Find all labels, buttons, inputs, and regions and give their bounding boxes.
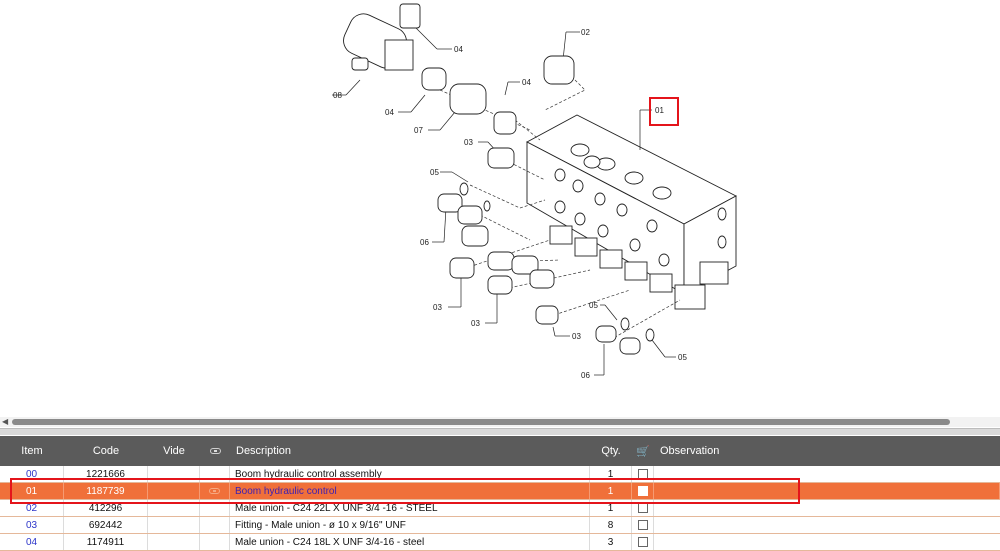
callout-label: 03 [433,303,442,312]
basket-icon: 🛒 [636,445,650,458]
description-cell: Male union - C24 22L X UNF 3/4 -16 - STE… [230,500,590,516]
chain-link-icon [209,448,221,454]
callout-label: 04 [385,108,394,117]
qty-cell: 1 [590,483,632,499]
horizontal-scrollbar[interactable]: ◀ [0,417,1000,427]
callout-label: 05 [430,168,439,177]
code-cell: 412296 [64,500,148,516]
callout-label: 03 [464,138,473,147]
table-row[interactable]: 02 412296 Male union - C24 22L X UNF 3/4… [0,500,1000,517]
column-header-item[interactable]: Item [21,445,43,457]
item-cell[interactable]: 00 [0,466,64,482]
description-cell: Boom hydraulic control assembly [230,466,590,482]
item-cell[interactable]: 01 [0,483,64,499]
table-row[interactable]: 04 1174911 Male union - C24 18L X UNF 3/… [0,534,1000,551]
table-row-selected[interactable]: 01 1187739 Boom hydraulic control 1 [0,483,1000,500]
column-header-qty[interactable]: Qty. [601,445,621,457]
column-header-vide[interactable]: Vide [163,445,185,457]
cart-cell [632,517,654,533]
callout-label: 04 [522,78,531,87]
add-to-cart-checkbox[interactable] [637,537,648,547]
callout-label: 05 [589,301,598,310]
add-to-cart-checkbox[interactable] [637,486,648,496]
cart-cell [632,483,654,499]
column-header-link [200,436,230,466]
callout-label: 04 [454,45,463,54]
callout-label: 03 [572,332,581,341]
qty-cell: 3 [590,534,632,550]
vide-cell [148,500,200,516]
panel-splitter[interactable] [0,428,1000,435]
table-row[interactable]: 03 692442 Fitting - Male union - ø 10 x … [0,517,1000,534]
table-header: Item Code Vide Description Qty. 🛒 Observ… [0,436,1000,466]
callout-highlight-box [649,97,679,126]
column-header-observation[interactable]: Observation [660,445,720,457]
callout-label: 01 [655,106,664,115]
scroll-left-icon[interactable]: ◀ [2,417,9,426]
observation-cell [654,517,1000,533]
hydraulic-valve-block[interactable] [526,114,737,310]
description-cell: Male union - C24 18L X UNF 3/4-16 - stee… [230,534,590,550]
qty-cell: 1 [590,500,632,516]
cart-cell [632,534,654,550]
item-cell[interactable]: 03 [0,517,64,533]
callout-label: 02 [581,28,590,37]
link-cell [200,466,230,482]
callout-label: 06 [420,238,429,247]
link-cell[interactable] [200,483,230,499]
fittings [343,3,655,355]
callout-label: 06 [581,371,590,380]
description-cell: Fitting - Male union - ø 10 x 9/16" UNF [230,517,590,533]
parts-table: Item Code Vide Description Qty. 🛒 Observ… [0,436,1000,551]
column-header-cart: 🛒 [632,436,654,466]
description-cell[interactable]: Boom hydraulic control [230,483,590,499]
exploded-diagram-viewer[interactable]: 04 02 08 04 04 07 01 03 05 06 03 03 05 0… [0,0,1000,416]
vide-cell [148,466,200,482]
item-cell[interactable]: 04 [0,534,64,550]
callout-label: 05 [678,353,687,362]
code-cell: 1174911 [64,534,148,550]
qty-cell: 8 [590,517,632,533]
callout-label: 08 [333,91,342,100]
add-to-cart-checkbox[interactable] [637,503,648,513]
code-cell: 1221666 [64,466,148,482]
selected-row-highlight-box [10,478,800,504]
scrollbar-thumb[interactable] [12,419,950,425]
link-cell [200,500,230,516]
link-cell [200,517,230,533]
vide-cell [148,517,200,533]
add-to-cart-checkbox[interactable] [637,520,648,530]
code-cell: 692442 [64,517,148,533]
link-cell [200,534,230,550]
qty-cell: 1 [590,466,632,482]
item-cell[interactable]: 02 [0,500,64,516]
exploded-parts-diagram: 04 02 08 04 04 07 01 03 05 06 03 03 05 0… [332,3,737,380]
code-cell: 1187739 [64,483,148,499]
callout-label: 03 [471,319,480,328]
column-header-description[interactable]: Description [236,445,292,457]
callout-label: 07 [414,126,423,135]
vide-cell [148,534,200,550]
vide-cell [148,483,200,499]
observation-cell [654,534,1000,550]
chain-link-icon[interactable] [209,488,220,494]
column-header-code[interactable]: Code [92,445,120,457]
